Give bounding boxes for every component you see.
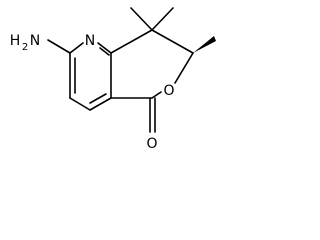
carbonyl-o-label: O: [146, 136, 157, 152]
wedge-bond-c7-methyl: [193, 36, 216, 53]
amine-h-label: H: [10, 33, 21, 49]
bond-c7-o6: [174, 52, 194, 84]
bond-c4a-c4: [89, 97, 112, 111]
pyridine-n-label: N: [85, 33, 95, 49]
bond-c4-c3: [69, 97, 91, 111]
bond-c8a-c8: [110, 29, 153, 54]
bond-c8-methyl-a: [130, 7, 153, 31]
bond-c8-c7: [151, 29, 194, 54]
ring-o-label: O: [163, 83, 174, 99]
bond-c4a-c4-double: [89, 93, 107, 104]
amine-h-count: 2: [22, 42, 28, 53]
bond-n1-c8a-double: [99, 47, 110, 56]
bond-n1-c8a: [97, 42, 112, 54]
bond-o6-c5: [151, 91, 162, 99]
bond-c2-nh2: [47, 39, 71, 54]
amine-n-label: N: [30, 33, 40, 49]
chemical-structure: N H 2 N O O: [9, 7, 216, 152]
bond-c8-methyl-b: [151, 7, 174, 31]
structure-drawing: N H 2 N O O: [10, 7, 216, 152]
bond-c2-n1: [69, 42, 84, 54]
